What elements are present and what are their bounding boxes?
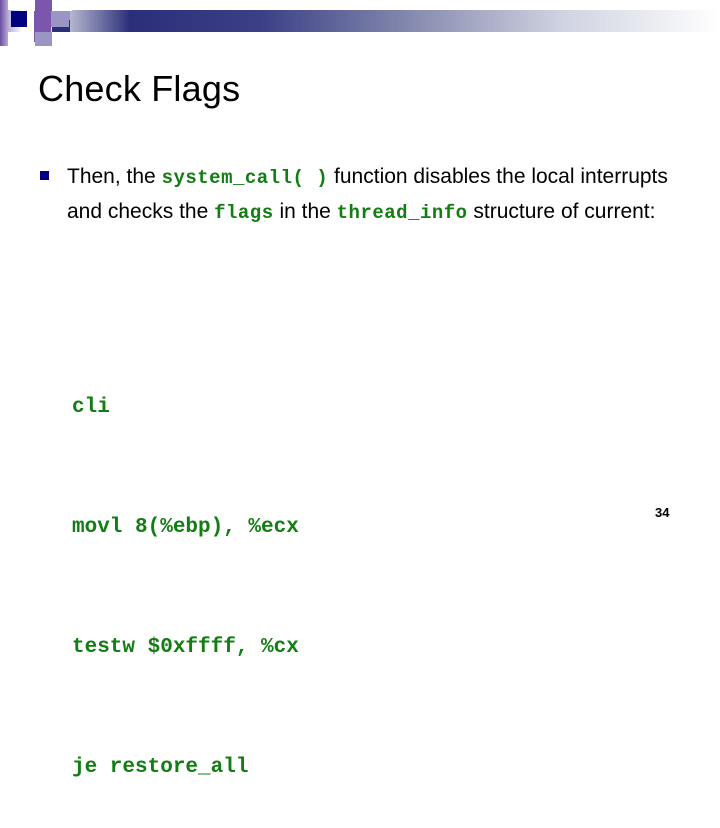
deco-square-white-top-right	[52, 0, 72, 11]
bullet-text-segment-2: function disables the local interrupts a…	[67, 165, 668, 223]
deco-square-navy-small	[11, 11, 27, 27]
inline-code-system-call: system_call( )	[161, 167, 329, 189]
bullet-item-text: Then, the system_call( ) function disabl…	[67, 160, 680, 230]
page-number: 34	[655, 505, 670, 520]
code-line: testw $0xffff, %cx	[72, 636, 299, 659]
deco-square-left-stripe	[0, 0, 8, 46]
page-title: Check Flags	[38, 68, 241, 109]
bullet-text-segment-4: structure of current:	[467, 200, 656, 223]
code-line: cli	[72, 396, 110, 419]
bullet-text-segment-3: in the	[273, 200, 337, 223]
deco-square-lavender-mid	[51, 11, 69, 27]
slide-header-band	[0, 0, 720, 46]
code-line: je restore_all	[72, 756, 249, 779]
deco-square-lavender-bottom	[35, 32, 52, 46]
square-bullet-icon	[40, 171, 49, 180]
deco-square-purple-top	[35, 0, 52, 11]
assembly-code-block: cli movl 8(%ebp), %ecx testw $0xffff, %c…	[72, 308, 299, 828]
gradient-bar-icon	[0, 10, 720, 32]
inline-code-flags: flags	[214, 202, 274, 224]
bullet-text-segment-1: Then, the	[67, 165, 162, 188]
code-line: movl 8(%ebp), %ecx	[72, 516, 299, 539]
deco-square-purple-mid	[34, 11, 51, 27]
deco-square-white-top-left	[8, 0, 34, 10]
deco-square-white-gap-a	[27, 11, 35, 27]
inline-code-thread-info: thread_info	[336, 202, 468, 224]
bullet-list-item: Then, the system_call( ) function disabl…	[40, 160, 680, 230]
